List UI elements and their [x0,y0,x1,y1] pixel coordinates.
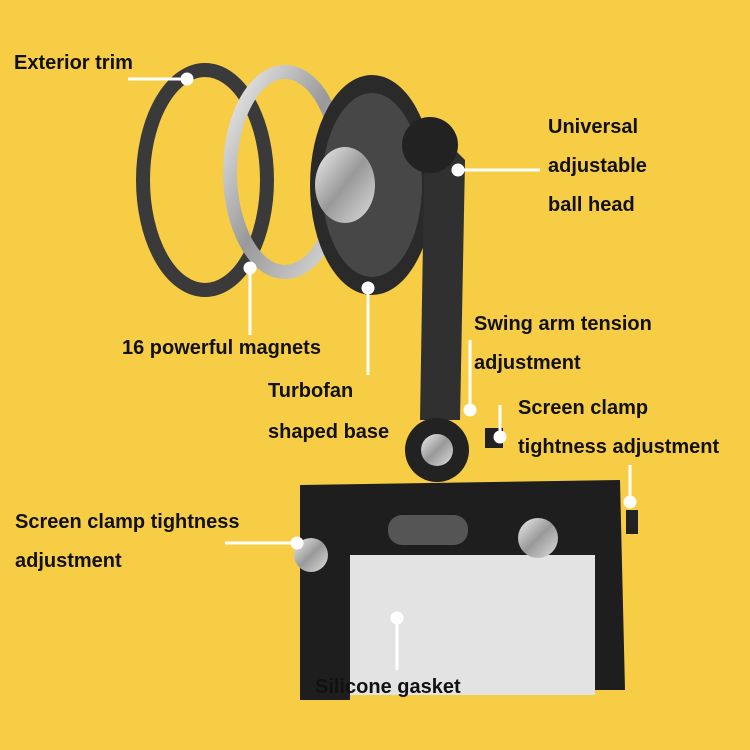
label-ball-head-2: adjustable [548,155,647,177]
label-clamp-left-1: Screen clamp tightness [15,511,240,533]
label-swing-arm-2: adjustment [474,352,581,374]
label-ball-head-3: ball head [548,194,635,216]
label-clamp-right-2: tightness adjustment [518,436,720,458]
label-swing-arm-1: Swing arm tension [474,313,652,335]
exterior-trim-ring [136,63,274,297]
turbofan-base [310,75,434,295]
label-clamp-right-1: Screen clamp [518,397,649,419]
label-turbofan-2: shaped base [268,421,390,443]
label-turbofan-1: Turbofan [268,380,354,402]
label-ball-head-1: Universal [548,116,639,138]
label-clamp-left-2: adjustment [15,550,122,572]
swing-arm [402,117,503,482]
label-exterior-trim: Exterior trim [14,52,133,74]
clamp-body [294,480,638,700]
label-gasket: Silicone gasket [315,676,461,698]
label-magnets: 16 powerful magnets [122,337,321,359]
leader-lines [128,72,637,670]
